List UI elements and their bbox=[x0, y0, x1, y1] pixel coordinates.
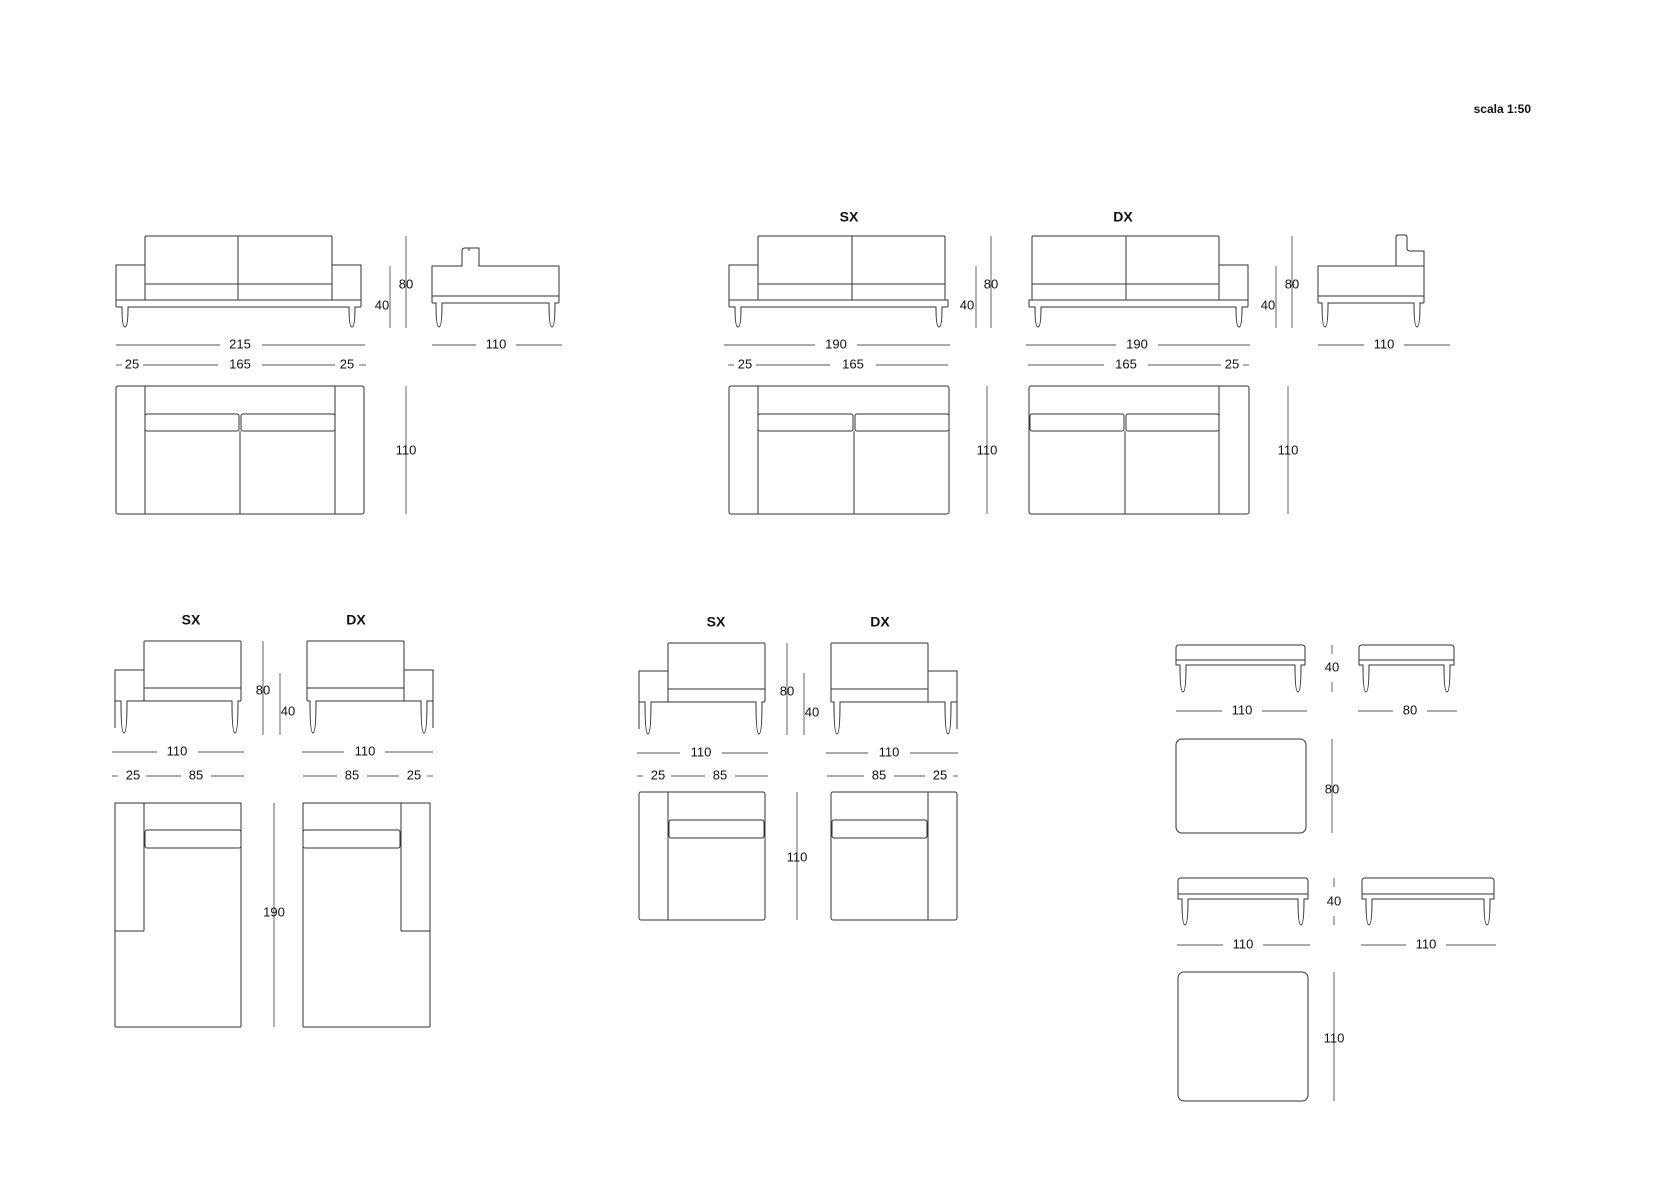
chaise-sx-width: 110 bbox=[167, 743, 188, 758]
pouf-110x80-plan-view: 80 bbox=[1175, 738, 1339, 834]
sofa-190-sx-dimensions: 80 40 190 25 165 bbox=[724, 236, 998, 371]
sofa-215-front-view bbox=[115, 235, 362, 328]
sofa-190-sx-front-view bbox=[728, 235, 949, 328]
chaise-dimensions: 80 40 110 110 25 85 85 25 190 bbox=[112, 641, 433, 1027]
armchair-sx-seat: 85 bbox=[713, 767, 727, 782]
sofa-190-sx-arm: 25 bbox=[738, 356, 752, 371]
armchair-depth: 110 bbox=[787, 849, 808, 864]
sofa-190-side-view: 110 bbox=[1317, 234, 1450, 351]
sofa-190-sx-label: SX bbox=[840, 209, 859, 225]
sofa-215-plan-depth: 110 bbox=[396, 442, 417, 457]
sofa-190-dx-plan-view: 110 bbox=[1028, 385, 1299, 515]
pouf-110x80-depth: 80 bbox=[1325, 781, 1339, 796]
armchair-seat-height: 40 bbox=[805, 704, 819, 719]
pouf-110x80-front-view bbox=[1175, 644, 1306, 693]
pouf-110-front-view bbox=[1177, 877, 1309, 926]
armchair-dimensions: 80 40 110 110 25 85 85 25 110 bbox=[637, 643, 958, 920]
pouf-large-width-2: 110 bbox=[1416, 936, 1437, 951]
sofa-190-dx-front-view bbox=[1028, 235, 1249, 328]
sofa-190-dx-plan-depth: 110 bbox=[1278, 442, 1299, 457]
chaise-dx-plan-view bbox=[302, 802, 431, 1028]
pouf-80-width: 80 bbox=[1403, 702, 1417, 717]
sofa-215-seat-height: 40 bbox=[375, 297, 389, 312]
chaise-sx-seat: 85 bbox=[189, 767, 203, 782]
sofa-215-width: 215 bbox=[229, 336, 251, 351]
sofa-215-plan-view: 110 bbox=[115, 385, 417, 515]
sofa-190-dx-label: DX bbox=[1113, 209, 1133, 225]
scale-label: scala 1:50 bbox=[1474, 102, 1532, 116]
armchair-dx-width: 110 bbox=[879, 744, 900, 759]
pouf-large-height: 40 bbox=[1327, 893, 1341, 908]
sofa-190-dx-height: 80 bbox=[1285, 276, 1299, 291]
chaise-dx-front-view bbox=[306, 640, 434, 734]
sofa-190-dx-seat-width: 165 bbox=[1115, 356, 1137, 371]
sofa-215-side-depth: 110 bbox=[486, 336, 507, 351]
armchair-dx-arm: 25 bbox=[933, 767, 947, 782]
armchair-dx-label: DX bbox=[870, 614, 890, 630]
chaise-sx-arm: 25 bbox=[126, 767, 140, 782]
chaise-seat-height: 40 bbox=[281, 703, 295, 718]
pouf-110x110-plan-view: 110 bbox=[1177, 971, 1345, 1102]
pouf-110-front-view-2 bbox=[1361, 877, 1495, 926]
sofa-190-sx-height: 80 bbox=[984, 276, 998, 291]
sofa-215-right-arm: 25 bbox=[340, 356, 354, 371]
sofa-215-dimensions: 80 40 215 110 25 165 25 bbox=[116, 236, 562, 371]
pouf-large-width: 110 bbox=[1233, 936, 1254, 951]
sofa-190-sx-plan-view: 110 bbox=[728, 385, 998, 515]
pouf-large-dimensions: 40 110 110 bbox=[1177, 878, 1496, 951]
sofa-215-seat-width: 165 bbox=[229, 356, 251, 371]
chaise-dx-seat: 85 bbox=[345, 767, 359, 782]
sofa-190-side-depth: 110 bbox=[1374, 336, 1395, 351]
sofa-190-dx-dimensions: 80 40 190 165 25 bbox=[1026, 236, 1299, 371]
sofa-215-left-arm: 25 bbox=[125, 356, 139, 371]
pouf-small-dimensions: 40 110 80 bbox=[1176, 645, 1457, 717]
pouf-110x110-depth: 110 bbox=[1324, 1030, 1345, 1045]
armchair-sx-front-view bbox=[638, 642, 766, 735]
sofa-215-side-view bbox=[431, 247, 560, 328]
chaise-length: 190 bbox=[263, 904, 285, 919]
sofa-190-sx-width: 190 bbox=[825, 336, 847, 351]
chaise-dx-arm: 25 bbox=[407, 767, 421, 782]
sofa-190-sx-seat-width: 165 bbox=[842, 356, 864, 371]
sofa-190-dx-seat-height: 40 bbox=[1261, 297, 1275, 312]
armchair-sx-label: SX bbox=[707, 614, 726, 630]
pouf-80-front-view bbox=[1358, 644, 1455, 693]
armchair-height: 80 bbox=[780, 683, 794, 698]
armchair-sx-plan-view bbox=[638, 791, 766, 921]
sofa-190-sx-plan-depth: 110 bbox=[977, 442, 998, 457]
chaise-dx-width: 110 bbox=[355, 743, 376, 758]
pouf-small-width: 110 bbox=[1232, 702, 1253, 717]
sofa-190-dx-arm: 25 bbox=[1225, 356, 1239, 371]
armchair-dx-front-view bbox=[830, 642, 958, 735]
armchair-dx-seat: 85 bbox=[872, 767, 886, 782]
chaise-sx-label: SX bbox=[182, 612, 201, 628]
armchair-dx-plan-view bbox=[830, 791, 958, 921]
sofa-190-dx-width: 190 bbox=[1126, 336, 1148, 351]
sofa-190-sx-seat-height: 40 bbox=[960, 297, 974, 312]
pouf-small-height: 40 bbox=[1325, 659, 1339, 674]
sofa-215-height: 80 bbox=[399, 276, 413, 291]
armchair-sx-arm: 25 bbox=[651, 767, 665, 782]
chaise-height: 80 bbox=[256, 682, 270, 697]
chaise-sx-front-view bbox=[114, 640, 242, 734]
chaise-sx-plan-view bbox=[114, 802, 242, 1028]
armchair-sx-width: 110 bbox=[691, 744, 712, 759]
chaise-dx-label: DX bbox=[346, 612, 366, 628]
